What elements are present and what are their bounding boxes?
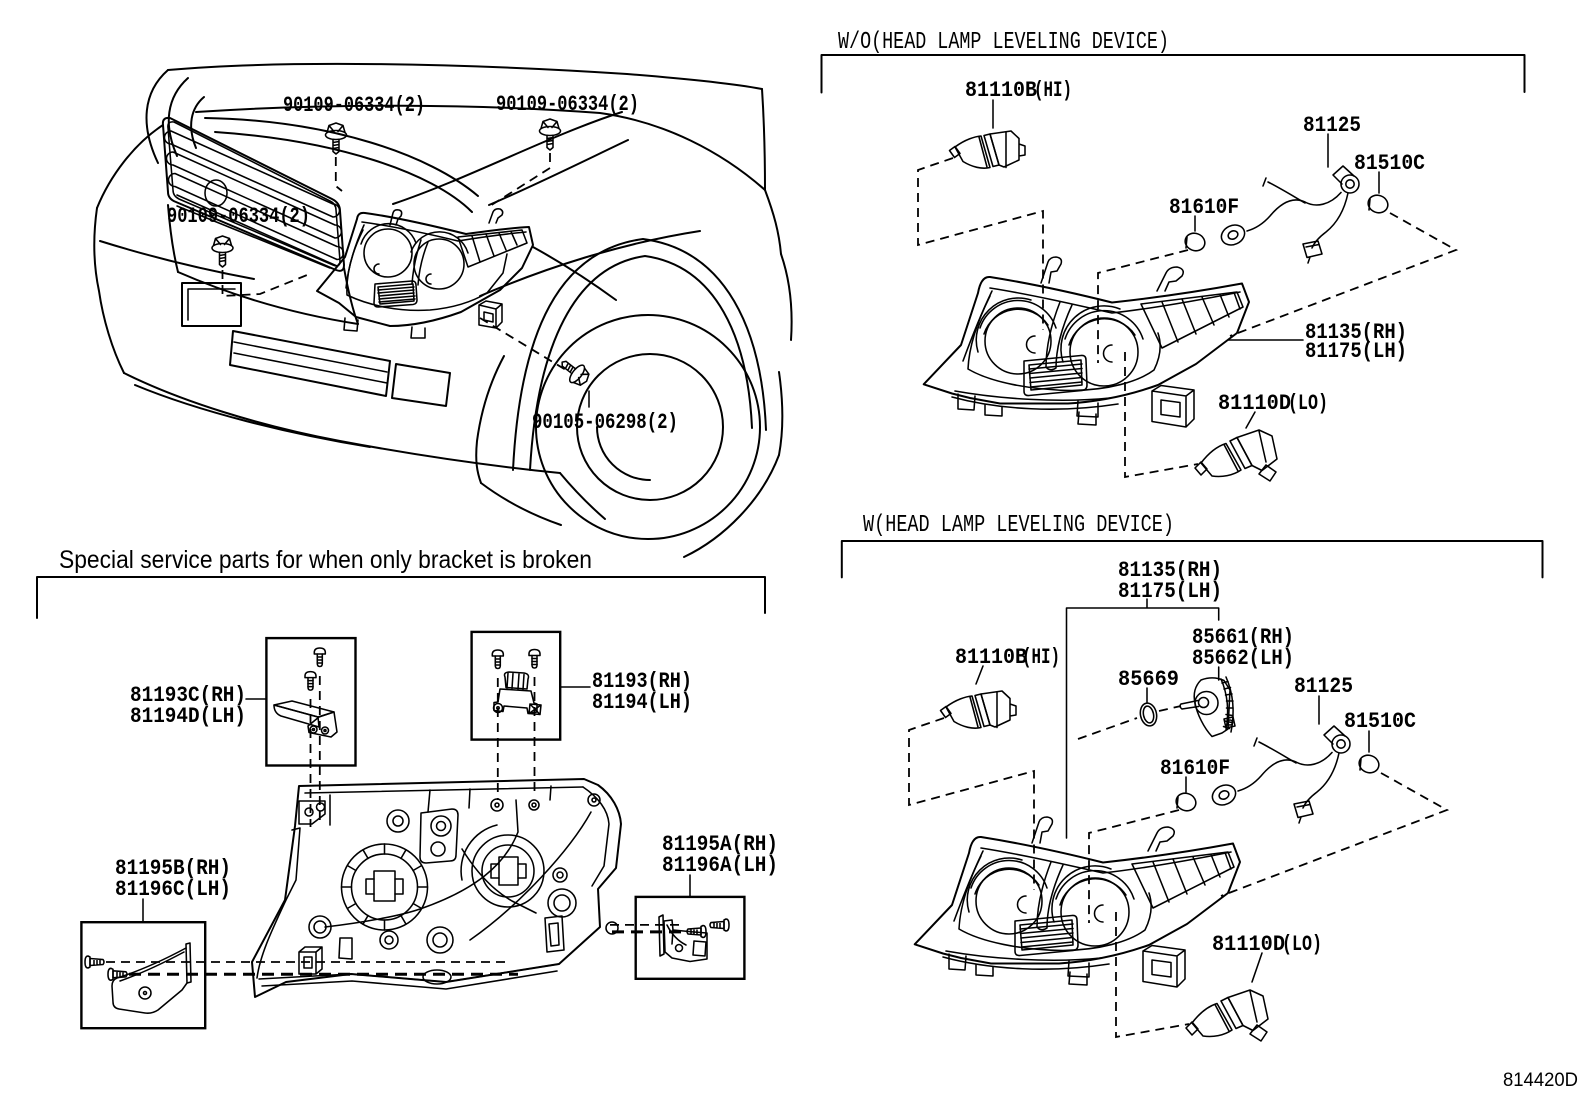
svg-text:81510C: 81510C — [1344, 709, 1416, 734]
svg-text:81610F: 81610F — [1169, 195, 1239, 220]
svg-text:81125: 81125 — [1294, 674, 1353, 699]
svg-text:W/O(HEAD LAMP LEVELING DEVICE): W/O(HEAD LAMP LEVELING DEVICE) — [838, 29, 1169, 56]
svg-text:81194D(LH): 81194D(LH) — [130, 704, 246, 729]
svg-text:81175(LH): 81175(LH) — [1305, 339, 1407, 364]
svg-text:81125: 81125 — [1303, 113, 1361, 138]
svg-text:(HI): (HI) — [1022, 645, 1060, 670]
svg-text:814420D: 814420D — [1503, 1070, 1578, 1091]
svg-text:81196A(LH): 81196A(LH) — [662, 853, 778, 878]
svg-text:81135(RH): 81135(RH) — [1305, 320, 1407, 345]
svg-text:81193(RH): 81193(RH) — [592, 669, 692, 694]
svg-text:(LO): (LO) — [1282, 932, 1322, 957]
svg-text:81196C(LH): 81196C(LH) — [115, 877, 231, 902]
svg-text:81193C(RH): 81193C(RH) — [130, 683, 246, 708]
svg-text:81110D: 81110D — [1212, 932, 1285, 957]
svg-text:85669: 85669 — [1118, 667, 1179, 692]
svg-text:81110B: 81110B — [955, 645, 1027, 670]
svg-text:85662(LH): 85662(LH) — [1192, 646, 1294, 671]
svg-text:90109-06334(2): 90109-06334(2) — [496, 92, 639, 117]
svg-text:90105-06298(2): 90105-06298(2) — [532, 410, 678, 435]
svg-text:(HI): (HI) — [1034, 78, 1072, 103]
svg-text:(LO): (LO) — [1288, 391, 1328, 416]
svg-text:81195B(RH): 81195B(RH) — [115, 856, 231, 881]
svg-text:85661(RH): 85661(RH) — [1192, 625, 1294, 650]
svg-text:81610F: 81610F — [1160, 756, 1230, 781]
svg-text:81194(LH): 81194(LH) — [592, 690, 692, 715]
svg-text:81195A(RH): 81195A(RH) — [662, 832, 778, 857]
svg-text:81110B: 81110B — [965, 78, 1037, 103]
svg-text:Special service parts for when: Special service parts for when only brac… — [59, 546, 592, 574]
svg-text:81175(LH): 81175(LH) — [1118, 579, 1222, 604]
svg-text:W(HEAD LAMP LEVELING DEVICE): W(HEAD LAMP LEVELING DEVICE) — [863, 512, 1174, 539]
svg-text:81135(RH): 81135(RH) — [1118, 558, 1222, 583]
svg-text:81510C: 81510C — [1354, 151, 1425, 176]
